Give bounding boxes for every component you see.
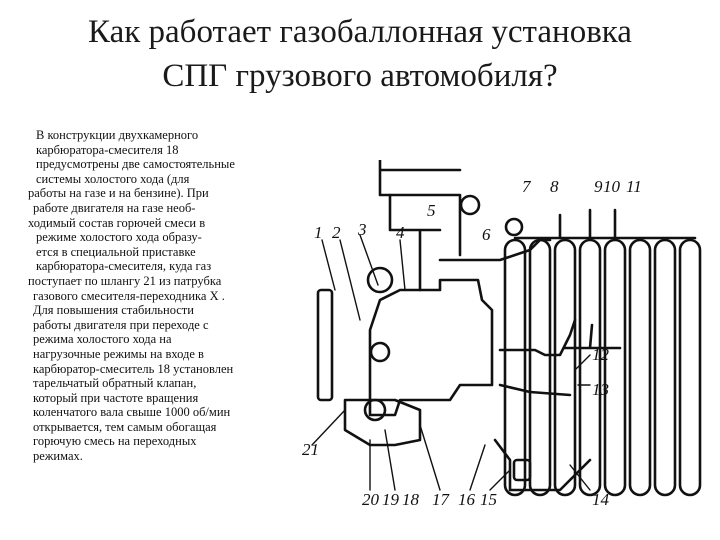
callout-8: 8 bbox=[550, 177, 559, 196]
callout-9: 9 bbox=[594, 177, 603, 196]
gas-cylinder bbox=[503, 238, 527, 497]
callout-1: 1 bbox=[314, 223, 323, 242]
body-line: открывается, тем самым обогащая bbox=[33, 419, 217, 434]
body-line: карбюратора-смесителя 18 bbox=[36, 142, 179, 157]
body-line: газового смесителя-переходника X . bbox=[33, 288, 225, 303]
body-line: системы холостого хода (для bbox=[36, 171, 190, 186]
callout-14: 14 bbox=[592, 490, 610, 509]
cylinder-header-pipe bbox=[558, 208, 617, 240]
body-text: В конструкции двухкамерного карбюратора-… bbox=[28, 128, 298, 464]
gas-cylinder bbox=[578, 238, 602, 497]
leader-line bbox=[321, 239, 336, 291]
reducer-fitting bbox=[366, 266, 394, 294]
filter-box bbox=[512, 458, 532, 482]
callout-19: 19 bbox=[382, 490, 400, 509]
callout-16: 16 bbox=[458, 490, 476, 509]
gas-system-diagram: 1 2 3 4 5 6 7 8 9 10 11 12 13 14 15 16 1… bbox=[302, 160, 702, 509]
gas-cylinder bbox=[528, 238, 552, 497]
gas-cylinder bbox=[678, 238, 702, 497]
slide-title: Как работает газобаллонная установка СПГ… bbox=[0, 10, 720, 98]
pressure-gauge bbox=[504, 217, 524, 237]
body-line: работы двигателя при переходе с bbox=[33, 317, 209, 332]
valve-fitting bbox=[369, 341, 391, 363]
callout-15: 15 bbox=[480, 490, 497, 509]
title-line-1: Как работает газобаллонная установка bbox=[88, 14, 632, 50]
callout-20: 20 bbox=[362, 490, 380, 509]
radiator-panel bbox=[316, 288, 334, 402]
body-line: режима холостого хода на bbox=[33, 332, 172, 347]
body-line: режимах. bbox=[33, 449, 83, 464]
callout-5: 5 bbox=[427, 201, 436, 220]
callout-7: 7 bbox=[522, 177, 532, 196]
leader-line bbox=[419, 424, 441, 491]
body-line: коленчатого вала свыше 1000 об/мин bbox=[33, 405, 231, 420]
gas-pipe bbox=[498, 318, 577, 357]
callout-3: 3 bbox=[357, 220, 367, 239]
callout-4: 4 bbox=[396, 223, 405, 242]
leader-line bbox=[489, 469, 511, 491]
gas-cylinder bbox=[653, 238, 677, 497]
callout-21: 21 bbox=[302, 440, 319, 459]
leader-line bbox=[311, 409, 346, 446]
engine-block bbox=[368, 278, 494, 417]
callout-12: 12 bbox=[592, 345, 610, 364]
gas-pipe bbox=[493, 438, 592, 492]
leader-line bbox=[574, 354, 591, 371]
callout-6: 6 bbox=[482, 225, 491, 244]
leader-line bbox=[469, 444, 486, 491]
body-line: работы на газе и на бензине). При bbox=[28, 186, 209, 201]
callout-13: 13 bbox=[592, 380, 609, 399]
callout-2: 2 bbox=[332, 223, 341, 242]
callout-17: 17 bbox=[432, 490, 451, 509]
gas-cylinder bbox=[628, 238, 652, 497]
body-line: В конструкции двухкамерного bbox=[36, 128, 199, 142]
gas-pipe bbox=[378, 160, 462, 257]
leader-line bbox=[384, 429, 396, 491]
body-line: ходимый состав горючей смеси в bbox=[28, 215, 206, 230]
body-line: поступает по шлангу 21 из патрубка bbox=[28, 273, 222, 288]
leader-line bbox=[569, 464, 591, 491]
leader-line bbox=[359, 234, 379, 286]
body-line: карбюратор-смеситель 18 установлен bbox=[33, 361, 234, 376]
gas-cylinder bbox=[603, 238, 627, 497]
body-line: ется в специальной приставке bbox=[36, 244, 196, 259]
valve-fitting bbox=[459, 194, 481, 216]
body-line: который при частоте вращения bbox=[33, 390, 199, 405]
body-line: нагрузочные режимы на входе в bbox=[33, 346, 204, 361]
leader-line bbox=[339, 239, 361, 321]
leader-line bbox=[399, 239, 406, 291]
title-line-2: СПГ грузового автомобиля? bbox=[162, 58, 558, 94]
gas-cylinder bbox=[553, 238, 577, 497]
body-line: Для повышения стабильности bbox=[33, 303, 194, 318]
gas-pipe bbox=[498, 383, 572, 397]
body-line: режиме холостого хода образу- bbox=[36, 230, 202, 245]
callout-10: 10 bbox=[603, 177, 621, 196]
valve-fitting bbox=[363, 398, 387, 422]
callout-11: 11 bbox=[626, 177, 642, 196]
body-line: тарельчатый обратный клапан, bbox=[33, 376, 197, 391]
body-line: предусмотрены две самостоятельные bbox=[36, 157, 235, 172]
body-line: горючую смесь на переходных bbox=[33, 434, 197, 449]
body-line: работе двигателя на газе необ- bbox=[33, 200, 196, 215]
callout-18: 18 bbox=[402, 490, 420, 509]
body-line: карбюратора-смесителя, куда газ bbox=[36, 259, 212, 274]
carburetor-mixer bbox=[343, 398, 422, 447]
gas-pipe bbox=[388, 193, 442, 292]
